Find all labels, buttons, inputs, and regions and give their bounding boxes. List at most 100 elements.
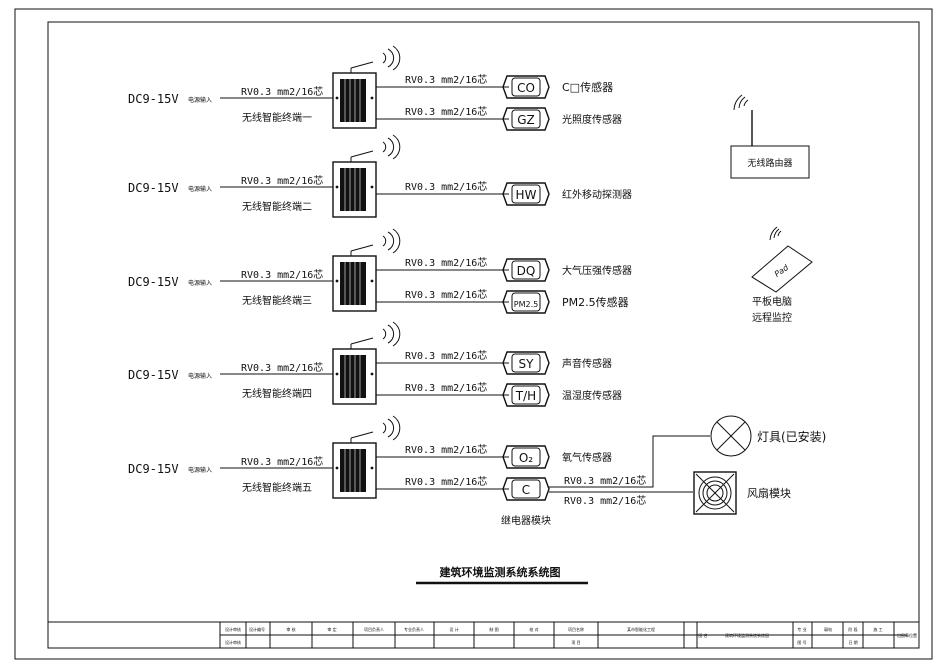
terminal-box <box>332 228 401 312</box>
lamp-label: 灯具(已安装) <box>757 429 826 444</box>
power-label: DC9-15V <box>128 181 179 195</box>
sensor: RV0.3 mm2/16芯 O₂ 氧气传感器 <box>376 443 612 469</box>
title-block: 设计审核 设计审核 设计编号 审 核 审 定 项目负责人 专业负责人 设 计 制… <box>47 621 920 649</box>
power-sub-label: 电源输入 <box>188 372 212 380</box>
outer-frame <box>14 8 933 660</box>
sensor-code: SY <box>519 357 535 371</box>
tb-project-name: 项目名称 <box>568 626 584 632</box>
power-cable-label: RV0.3 mm2/16芯 <box>241 268 323 281</box>
tb-discipline-value: 弱电 <box>824 626 832 632</box>
power-cable-label: RV0.3 mm2/16芯 <box>241 174 323 187</box>
tb-project: 项 目 <box>571 639 580 645</box>
power-cable-label: RV0.3 mm2/16芯 <box>241 361 323 374</box>
tb-discipline-lead: 专业负责人 <box>404 626 424 632</box>
tb-design-review-2: 设计审核 <box>225 639 241 645</box>
sensor-label: 红外移动探测器 <box>562 188 632 201</box>
relay-cable-label-2: RV0.3 mm2/16芯 <box>564 494 646 507</box>
lamp-icon <box>710 415 752 457</box>
wifi-icon <box>382 134 401 160</box>
power-label: DC9-15V <box>128 92 179 106</box>
tb-discipline: 专 业 <box>797 626 806 632</box>
tb-project-lead: 项目负责人 <box>364 626 384 632</box>
tb-drafter: 制 图 <box>489 626 498 632</box>
sensor-code: O₂ <box>519 451 533 465</box>
relay-cable-label-1: RV0.3 mm2/16芯 <box>564 474 646 487</box>
tb-drawing-name: 图 名 <box>698 632 707 638</box>
sensor-cable-label: RV0.3 mm2/16芯 <box>405 256 487 269</box>
sensor-code: DQ <box>517 264 536 278</box>
sensor-code: HW <box>516 188 537 202</box>
power-sub-label: 电源输入 <box>188 185 212 193</box>
power-label: DC9-15V <box>128 275 179 289</box>
sensor: RV0.3 mm2/16芯 HW 红外移动探测器 <box>376 180 632 206</box>
sensor-label: 氧气传感器 <box>562 451 612 464</box>
sensor-cable-label: RV0.3 mm2/16芯 <box>405 73 487 86</box>
tablet-pad-text: Pad <box>773 262 791 278</box>
sensor-cable-label: RV0.3 mm2/16芯 <box>405 180 487 193</box>
terminal-box <box>332 321 401 405</box>
sensor-label: C□传感器 <box>562 81 613 94</box>
sensor-label: 大气压强传感器 <box>562 264 632 277</box>
terminal-name: 无线智能终端二 <box>242 200 312 213</box>
sensor-cable-label: RV0.3 mm2/16芯 <box>405 475 487 488</box>
sensor-cable-label: RV0.3 mm2/16芯 <box>405 288 487 301</box>
sensor-label: 温湿度传感器 <box>562 389 622 402</box>
tb-stage: 阶 段 <box>848 626 857 632</box>
sensor: RV0.3 mm2/16芯 SY 声音传感器 <box>376 349 612 375</box>
sensor-code: CO <box>517 81 535 95</box>
wifi-icon <box>382 45 401 71</box>
tb-drawing-name-value: 建筑环境监测系统系统图 <box>725 632 769 638</box>
power-sub-label: 电源输入 <box>188 466 212 474</box>
tb-checker: 校 对 <box>529 626 538 632</box>
tb-date: 日 期 <box>848 639 857 645</box>
router-wifi-icon <box>733 94 749 111</box>
sensor: RV0.3 mm2/16芯 CO C□传感器 <box>376 73 613 99</box>
sensor-code: GZ <box>517 113 535 127</box>
power-label: DC9-15V <box>128 462 179 476</box>
tablet-shape <box>751 245 813 293</box>
tb-design-review-1: 设计审核 <box>225 626 241 632</box>
sensor-cable-label: RV0.3 mm2/16芯 <box>405 443 487 456</box>
sensor-code: PM2.5 <box>514 300 538 309</box>
tb-review: 审 核 <box>286 626 295 632</box>
tb-stage-value: 施 工 <box>873 626 882 632</box>
sensor-label: 声音传感器 <box>562 357 612 370</box>
tb-designer: 设 计 <box>449 626 458 632</box>
terminal-name: 无线智能终端一 <box>242 111 312 124</box>
wireless-router: 无线路由器 <box>730 94 810 179</box>
terminal-name: 无线智能终端五 <box>242 481 312 494</box>
tablet-wifi-icon <box>769 226 782 241</box>
router-label: 无线路由器 <box>747 157 792 169</box>
wifi-icon <box>382 228 401 254</box>
relay-label: 继电器模块 <box>501 514 551 527</box>
power-cable-label: RV0.3 mm2/16芯 <box>241 85 323 98</box>
sensor-label: PM2.5传感器 <box>562 296 629 309</box>
tablet: Pad 平板电脑 远程监控 <box>751 226 813 324</box>
tablet-label-2: 远程监控 <box>752 311 792 324</box>
power-label: DC9-15V <box>128 368 179 382</box>
power-cable-label: RV0.3 mm2/16芯 <box>241 455 323 468</box>
sensor-cable-label: RV0.3 mm2/16芯 <box>405 349 487 362</box>
tb-drawing-number: 图 号 <box>797 639 806 645</box>
wifi-icon <box>382 415 401 441</box>
fan-label: 风扇模块 <box>747 486 791 500</box>
tablet-label-1: 平板电脑 <box>752 295 792 308</box>
terminal-box <box>332 134 401 218</box>
diagram-title: 建筑环境监测系统系统图 <box>440 565 561 579</box>
power-sub-label: 电源输入 <box>188 96 212 104</box>
fan-icon <box>693 471 737 515</box>
sensor-cable-label: RV0.3 mm2/16芯 <box>405 381 487 394</box>
terminal-box <box>332 45 401 129</box>
terminal-name: 无线智能终端四 <box>242 387 312 400</box>
tb-approve: 审 定 <box>327 626 336 632</box>
relay-outputs: RV0.3 mm2/16芯 RV0.3 mm2/16芯 灯具(已安装) 风扇模块… <box>501 415 826 527</box>
tb-stamp-position: 出图章位置 <box>897 632 917 638</box>
